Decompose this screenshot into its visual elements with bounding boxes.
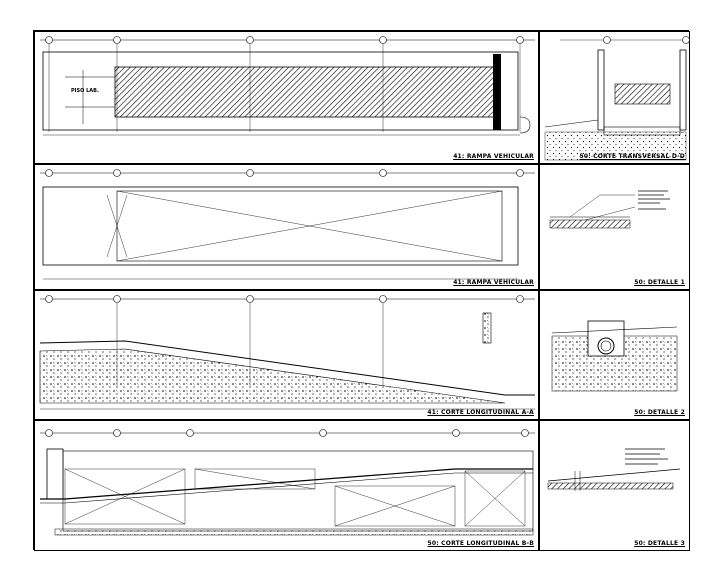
panel-cross-section: 50: CORTE TRANSVERSAL D-D <box>539 31 690 164</box>
caption-detail-2: 50: DETALLE 2 <box>634 409 685 416</box>
caption-cross-section: 50: CORTE TRANSVERSAL D-D <box>579 153 685 160</box>
caption-longitudinal-b: 50: CORTE LONGITUDINAL B-B <box>427 540 534 547</box>
panel-longitudinal-b: 50: CORTE LONGITUDINAL B-B <box>34 420 539 551</box>
panel-ramp-plan-hatched: PISO LAB. 41: RAMPA VEHICULAR <box>34 31 539 164</box>
ramp-plan-outline-drawing <box>40 169 535 280</box>
panel-ramp-plan-outline: 41: RAMPA VEHICULAR <box>34 164 539 290</box>
drawing-sheet: PISO LAB. 41: RAMPA VEHICULAR 50: CORTE … <box>33 30 690 551</box>
grate-section <box>614 83 671 105</box>
panel-detail-2: 50: DETALLE 2 <box>539 290 690 420</box>
panel-detail-3: 50: DETALLE 3 <box>539 420 690 551</box>
caption-ramp-plan-a: 41: RAMPA VEHICULAR <box>453 153 534 160</box>
drain-pipe <box>597 337 615 355</box>
detail-3-drawing <box>547 448 681 491</box>
longitudinal-a-drawing <box>39 295 535 410</box>
soil-fill <box>544 131 687 161</box>
panel-longitudinal-a: 41: CORTE LONGITUDINAL A-A <box>34 290 539 420</box>
ramp-plan-hatched-drawing: PISO LAB. <box>40 36 535 136</box>
panel-detail-1: 50: DETALLE 1 <box>539 164 690 290</box>
detail-1-drawing <box>549 186 674 229</box>
caption-detail-3: 50: DETALLE 3 <box>634 540 685 547</box>
ramp-slab-hatch <box>114 66 496 118</box>
level-label: PISO LAB. <box>71 88 99 94</box>
ramp-soil-section <box>39 348 506 404</box>
cross-section-drawing <box>544 36 690 161</box>
longitudinal-b-drawing <box>40 429 535 536</box>
detail-2-drawing <box>551 320 678 392</box>
caption-detail-1: 50: DETALLE 1 <box>634 279 685 286</box>
caption-ramp-plan-b: 41: RAMPA VEHICULAR <box>453 279 534 286</box>
drain-grate <box>493 54 501 130</box>
caption-longitudinal-a: 41: CORTE LONGITUDINAL A-A <box>427 409 534 416</box>
grid-axis-markers <box>45 36 524 44</box>
